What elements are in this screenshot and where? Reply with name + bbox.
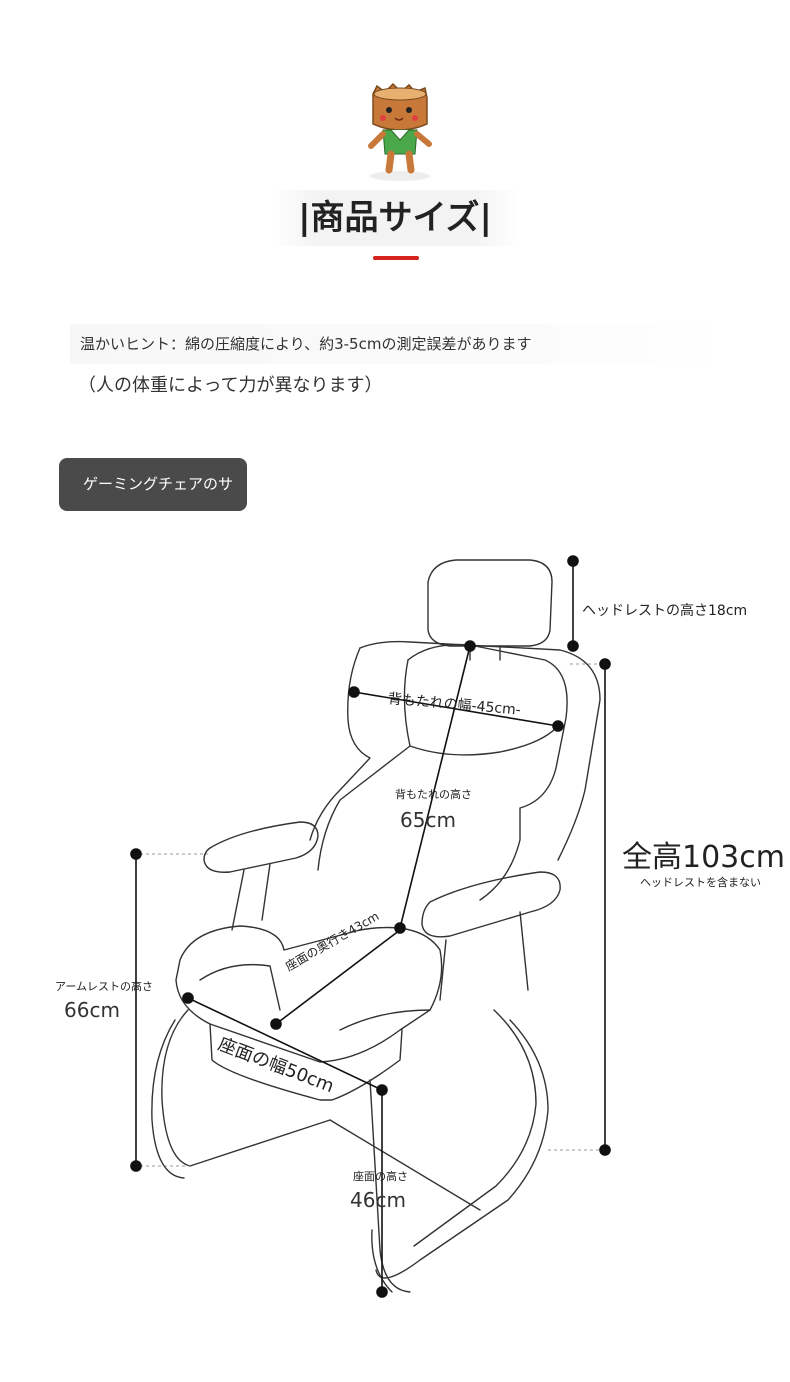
headrest-height-label: ヘッドレストの高さ18cm [582, 603, 748, 619]
mascot-icon [368, 82, 432, 181]
seat-height-value: 46cm [350, 1188, 406, 1212]
total-height-label: 全高103cm [622, 840, 785, 875]
total-height-note: ヘッドレストを含まない [640, 876, 761, 889]
weight-note: （人の体重によって力が異なります） [78, 375, 383, 396]
left-armrest [203, 821, 319, 873]
right-armrest [421, 871, 561, 938]
seat-height-label: 座面の高さ [353, 1170, 408, 1183]
armrest-height-value: 66cm [64, 998, 120, 1022]
backrest-shell [359, 640, 601, 861]
title-underline [373, 256, 419, 260]
armrest-height-label: アームレストの高さ [55, 980, 154, 993]
chair-diagram [130, 555, 611, 1298]
back-height-label: 背もたれの高さ [395, 788, 472, 801]
size-tab[interactable]: ゲーミングチェアのサ [59, 458, 247, 511]
back-height-value: 65cm [400, 808, 456, 832]
seat-cushion [175, 925, 443, 1063]
measurement-note: 温かいヒント：綿の圧縮度により、約3-5cmの測定誤差があります [70, 324, 730, 364]
section-title: |商品サイズ| [270, 190, 520, 246]
headrest-outline [427, 559, 553, 647]
